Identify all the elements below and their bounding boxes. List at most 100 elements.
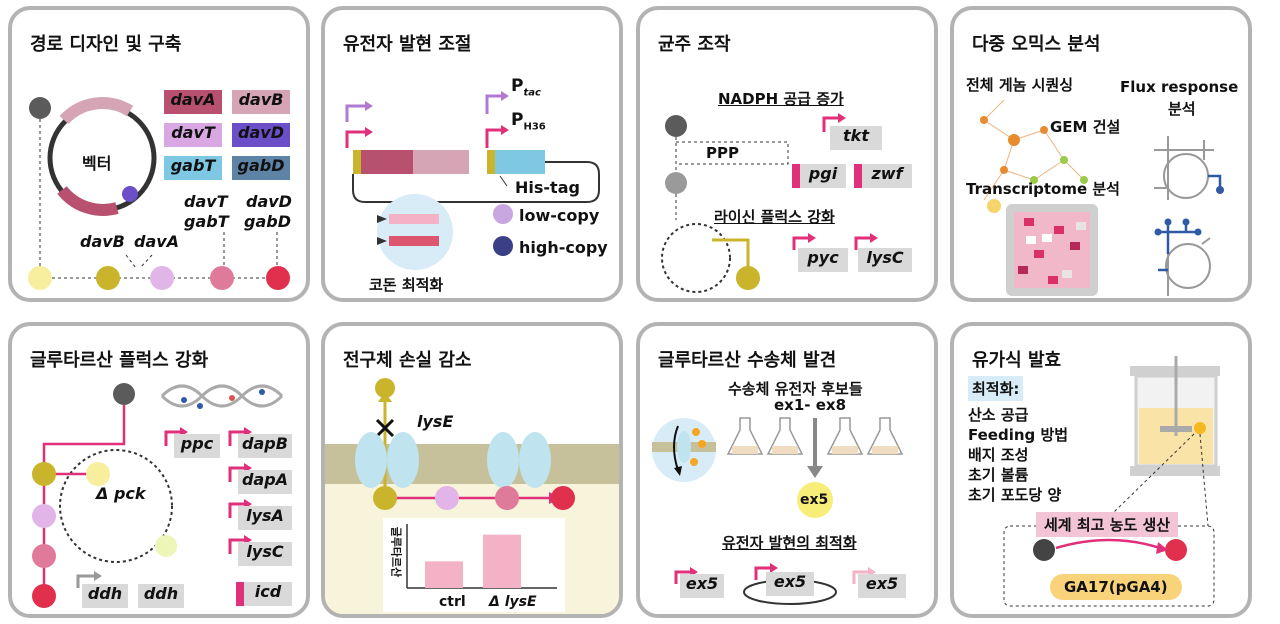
ex5-selected xyxy=(797,482,833,518)
ex5-selected-label: ex5 xyxy=(800,492,829,508)
gene-tkt: tkt xyxy=(830,126,882,150)
codon-opt-label: 코돈 최적화 xyxy=(369,276,444,294)
gene-ddh-1: ddh xyxy=(82,584,128,608)
bar-1 xyxy=(483,534,521,588)
bioreactor-base xyxy=(1130,466,1220,476)
opt-item-5: 초기 포도당 양 xyxy=(968,486,1062,504)
promoter-h36-sub: H36 xyxy=(523,121,546,133)
vector-origin xyxy=(122,186,138,202)
gene-dapB: dapB xyxy=(238,434,292,458)
heatmap-cells xyxy=(1014,212,1090,288)
node-gray xyxy=(29,97,51,119)
transcriptome-label: Transcriptome 분석 xyxy=(966,180,1120,198)
node-dark xyxy=(665,115,687,137)
panel-pathway-design: 경로 디자인 및 구축 벡터 davA davB davT davD gabT … xyxy=(8,6,310,302)
vector-insert-arc-2 xyxy=(57,186,119,216)
panel-strain-engineering: 균주 조작 NADPH 공급 증가 PPP tkt pgi zwf 라이신 플럭… xyxy=(636,6,938,302)
promoter-tac-p: P xyxy=(511,76,524,96)
node-olive xyxy=(32,462,56,486)
panel-title: 글루타르산 플럭스 강화 xyxy=(30,350,209,371)
node-lightyellow xyxy=(28,266,52,290)
opt-item-2: Feeding 방법 xyxy=(968,426,1069,444)
optimization-label: 유전자 발현의 최적화 xyxy=(722,534,857,552)
range-label: ex1- ex8 xyxy=(774,396,847,414)
gene-davT: davT xyxy=(164,123,222,147)
gene-expression-figure xyxy=(345,91,600,270)
gene-icd: icd xyxy=(244,582,292,606)
strain-engineering-figure xyxy=(661,113,878,293)
node-pink xyxy=(210,266,234,290)
gene-ex5-a: ex5 xyxy=(680,574,724,598)
fed-batch-figure xyxy=(1003,356,1220,607)
tca-cycle xyxy=(661,223,731,293)
node-red xyxy=(32,584,56,608)
node-olive xyxy=(373,486,397,510)
gene-gabT: gabT xyxy=(164,156,222,180)
promoter-tac-label: Ptac xyxy=(511,76,541,98)
gene-davD: davD xyxy=(232,123,290,147)
dna-icon xyxy=(160,384,284,408)
flux-map-1 xyxy=(1154,136,1214,200)
node-pink xyxy=(32,544,56,568)
transporter-3 xyxy=(487,432,519,488)
node-olive xyxy=(736,266,760,290)
node-dark xyxy=(113,383,135,405)
node-violet xyxy=(435,486,459,510)
panel-title: 전구체 손실 감소 xyxy=(343,350,472,371)
panel-glutarate-flux: 글루타르산 플럭스 강화 Δ pck ppc dapB dapA ly xyxy=(8,322,310,618)
tca-cycle xyxy=(59,449,173,563)
gene-dapA: dapA xyxy=(238,470,292,494)
bar-0 xyxy=(425,561,463,588)
node-violet xyxy=(150,266,174,290)
precursor-loss-figure xyxy=(325,378,619,614)
lysE-transporter-2 xyxy=(387,432,419,488)
high-copy-label: high-copy xyxy=(519,238,608,257)
panel-multi-omics: 다중 오믹스 분석 xyxy=(950,6,1252,302)
lysE-label: lysE xyxy=(417,412,454,431)
node-red xyxy=(266,266,290,290)
gene-pyc: pyc xyxy=(798,248,848,272)
vector-insert-arc xyxy=(59,97,134,125)
opt-item-4: 초기 볼륨 xyxy=(968,466,1029,484)
node-lightyellow xyxy=(86,462,110,486)
gene-davB: davB xyxy=(232,90,290,114)
cell-dot xyxy=(1194,422,1206,434)
gene-ppc: ppc xyxy=(174,434,220,458)
panel-title: 경로 디자인 및 구축 xyxy=(30,34,182,55)
flask-icons xyxy=(726,417,904,455)
candidates-label: 수송체 유전자 후보들 xyxy=(728,380,863,398)
vector-label: 벡터 xyxy=(82,154,112,173)
promoter-h36-label: PH36 xyxy=(511,110,546,132)
tick-ctrl: ctrl xyxy=(439,594,466,610)
flux-map-2 xyxy=(1165,237,1211,296)
label-davA: davA xyxy=(134,232,180,251)
codon-opt-circle xyxy=(377,194,453,270)
node-olive-top xyxy=(375,378,395,398)
promoter-arrow-2 xyxy=(345,130,365,148)
gene-ex5-b: ex5 xyxy=(766,572,814,596)
high-copy-dot xyxy=(493,236,513,256)
label-gabD: gabD xyxy=(244,212,291,231)
label-davT: davT xyxy=(184,192,228,211)
gene-lysC: lysC xyxy=(238,542,292,566)
promoter-tac-sub: tac xyxy=(523,87,541,99)
panel-precursor-loss: 전구체 손실 감소 lysE 글루타르산 ctrl Δ lysE xyxy=(321,322,623,618)
gem-label: GEM 건설 xyxy=(1050,118,1121,136)
promoter-h36-p: P xyxy=(511,110,524,130)
chart-ylabel: 글루타르산 xyxy=(389,526,403,578)
node-violet xyxy=(32,504,56,528)
panel-fed-batch: 유가식 발효 최적화: 산소 공급 Feeding 방법 배지 조성 초기 볼륨… xyxy=(950,322,1252,618)
gene-gabD: gabD xyxy=(232,156,290,180)
node-olive xyxy=(96,266,120,290)
node-limegreen xyxy=(155,535,177,557)
optimization-label: 최적화: xyxy=(968,376,1024,401)
promoter-tac-arrow xyxy=(485,94,501,114)
delta-pck-label: Δ pck xyxy=(96,484,146,503)
gene-ex5-c: ex5 xyxy=(858,574,906,598)
node-gray xyxy=(665,172,687,194)
gene-davA: davA xyxy=(164,90,222,114)
record-label: 세계 최고 농도 생산 xyxy=(1036,512,1179,537)
label-davD: davD xyxy=(246,192,292,211)
flux-response-label-1: Flux response xyxy=(1120,78,1239,96)
node-red xyxy=(551,486,575,510)
